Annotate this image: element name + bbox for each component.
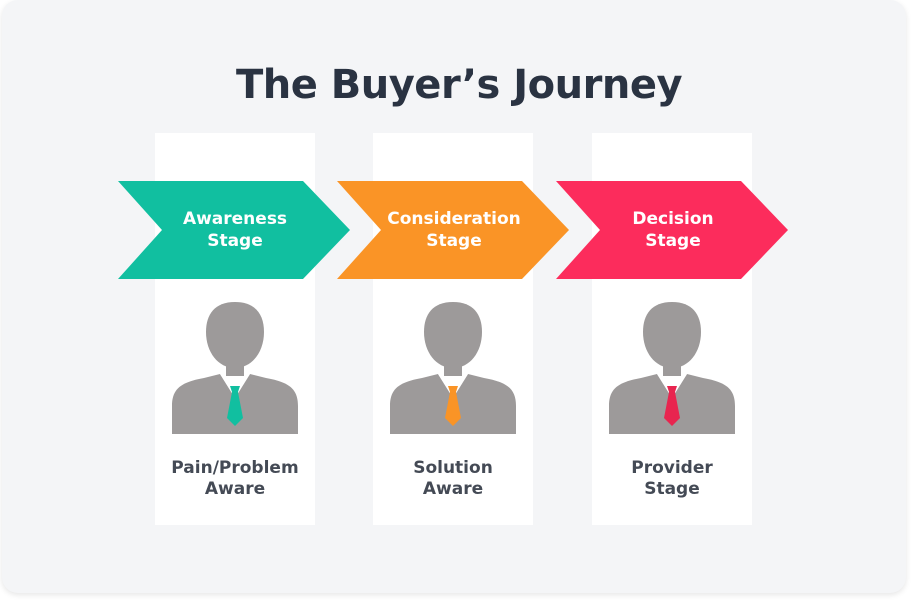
stage-label-line2: Stage <box>207 231 263 251</box>
stage-chevron-decision: Decision Stage <box>556 181 788 279</box>
caption-line2: Stage <box>644 479 700 499</box>
stage-caption-awareness: Pain/Problem Aware <box>155 458 315 500</box>
businessman-icon <box>388 300 518 436</box>
caption-line1: Solution <box>413 458 493 478</box>
chevron-arrow-icon <box>118 181 350 279</box>
stage-chevron-awareness: Awareness Stage <box>118 181 350 279</box>
chevron-arrow-icon <box>337 181 569 279</box>
stage-caption-consideration: Solution Aware <box>373 458 533 500</box>
stage-label-line2: Stage <box>645 231 701 251</box>
stage-chevron-consideration: Consideration Stage <box>337 181 569 279</box>
caption-line2: Aware <box>204 479 266 499</box>
businessman-icon <box>170 300 300 436</box>
stage-label-decision: Decision Stage <box>591 208 755 252</box>
caption-line2: Aware <box>422 479 484 499</box>
stage-caption-decision: Provider Stage <box>592 458 752 500</box>
stage-label-line1: Decision <box>632 209 714 229</box>
stage-label-line2: Stage <box>426 231 482 251</box>
stage-label-line1: Awareness <box>182 209 288 229</box>
page-title: The Buyer’s Journey <box>235 62 683 108</box>
caption-line1: Provider <box>631 458 713 478</box>
businessman-icon <box>607 300 737 436</box>
chevron-arrow-icon <box>556 181 788 279</box>
caption-line1: Pain/Problem <box>171 458 299 478</box>
stage-label-consideration: Consideration Stage <box>372 208 536 252</box>
stage-label-line1: Consideration <box>387 209 521 229</box>
stage-label-awareness: Awareness Stage <box>153 208 317 252</box>
